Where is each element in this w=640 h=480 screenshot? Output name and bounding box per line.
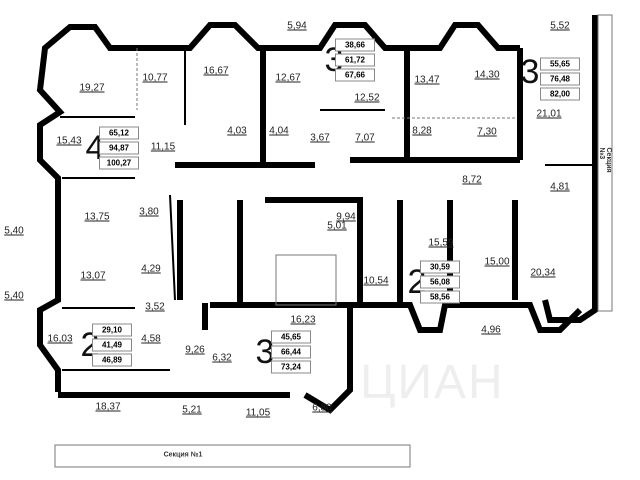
room-area: 5,40 (4, 225, 24, 237)
room-area: 14,30 (474, 69, 500, 81)
apartment-area-box: 38,66 61,72 67,66 (335, 38, 375, 82)
room-area: 5,40 (4, 290, 24, 302)
room-area: 10,77 (142, 72, 168, 84)
total-area: 56,08 (420, 275, 460, 289)
room-area: 5,01 (327, 220, 347, 232)
room-area: 4,81 (550, 181, 570, 193)
room-area: 12,67 (275, 72, 301, 84)
total-area: 41,49 (92, 338, 132, 352)
total-area-with-balcony: 100,27 (99, 156, 139, 170)
living-area: 65,12 (99, 126, 139, 140)
room-area: 4,29 (141, 263, 161, 275)
room-area: 8,28 (412, 125, 432, 137)
room-area: 5,94 (287, 20, 307, 32)
apartment-area-box: 65,12 94,87 100,27 (99, 126, 139, 170)
room-area: 13,75 (84, 211, 110, 223)
room-area: 13,07 (80, 270, 106, 282)
room-area: 9,26 (185, 344, 205, 356)
apartment-area-box: 45,65 66,44 73,24 (271, 330, 311, 374)
living-area: 29,10 (92, 323, 132, 337)
total-area: 76,48 (540, 72, 580, 86)
room-area: 10,54 (363, 275, 389, 287)
room-area: 15,00 (484, 256, 510, 268)
room-area: 12,52 (354, 92, 380, 104)
room-area: 16,67 (203, 65, 229, 77)
room-area: 5,52 (550, 20, 570, 32)
living-area: 55,65 (540, 57, 580, 71)
room-area: 8,72 (462, 174, 482, 186)
apartment-rooms: 3 (255, 333, 275, 371)
apartment-area-box: 55,65 76,48 82,00 (540, 57, 580, 101)
room-area: 16,23 (290, 314, 316, 326)
room-area: 18,37 (95, 401, 121, 413)
living-area: 45,65 (271, 330, 311, 344)
total-area-with-balcony: 46,89 (92, 353, 132, 367)
room-area: 7,30 (477, 126, 497, 138)
section-3-label: Секция №3 (598, 147, 612, 173)
room-area: 11,15 (150, 141, 176, 153)
room-area: 6,32 (212, 352, 232, 364)
room-area: 9,94 (336, 211, 356, 223)
apartment-area-box: 30,59 56,08 58,56 (420, 260, 460, 304)
living-area: 38,66 (335, 38, 375, 52)
room-area: 19,27 (79, 82, 105, 94)
room-area: 4,58 (141, 333, 161, 345)
room-area: 3,80 (139, 206, 159, 218)
total-area: 61,72 (335, 53, 375, 67)
room-area: 15,43 (56, 135, 82, 147)
room-area: 11,05 (245, 407, 271, 419)
room-area: 20,34 (530, 267, 556, 279)
total-area: 66,44 (271, 345, 311, 359)
room-area: 3,67 (310, 132, 330, 144)
apartment-area-box: 29,10 41,49 46,89 (92, 323, 132, 367)
room-area: 3,52 (145, 301, 165, 313)
room-area: 4,04 (269, 125, 289, 137)
room-area: 15,59 (428, 237, 454, 249)
room-area: 21,01 (536, 108, 562, 120)
room-area: 5,21 (182, 404, 202, 416)
total-area-with-balcony: 73,24 (271, 360, 311, 374)
section-1-label: Секция №1 (163, 451, 203, 459)
total-area: 94,87 (99, 141, 139, 155)
room-area: 16,03 (47, 333, 73, 345)
room-area: 7,07 (355, 132, 375, 144)
room-area: 13,47 (414, 74, 440, 86)
room-area: 4,96 (481, 324, 501, 336)
room-area: 6,80 (312, 402, 332, 414)
living-area: 30,59 (420, 260, 460, 274)
total-area-with-balcony: 82,00 (540, 87, 580, 101)
total-area-with-balcony: 67,66 (335, 68, 375, 82)
watermark: ЦИАН (360, 356, 505, 409)
total-area-with-balcony: 58,56 (420, 290, 460, 304)
room-area: 4,03 (227, 125, 247, 137)
apartment-rooms: 3 (520, 53, 540, 91)
